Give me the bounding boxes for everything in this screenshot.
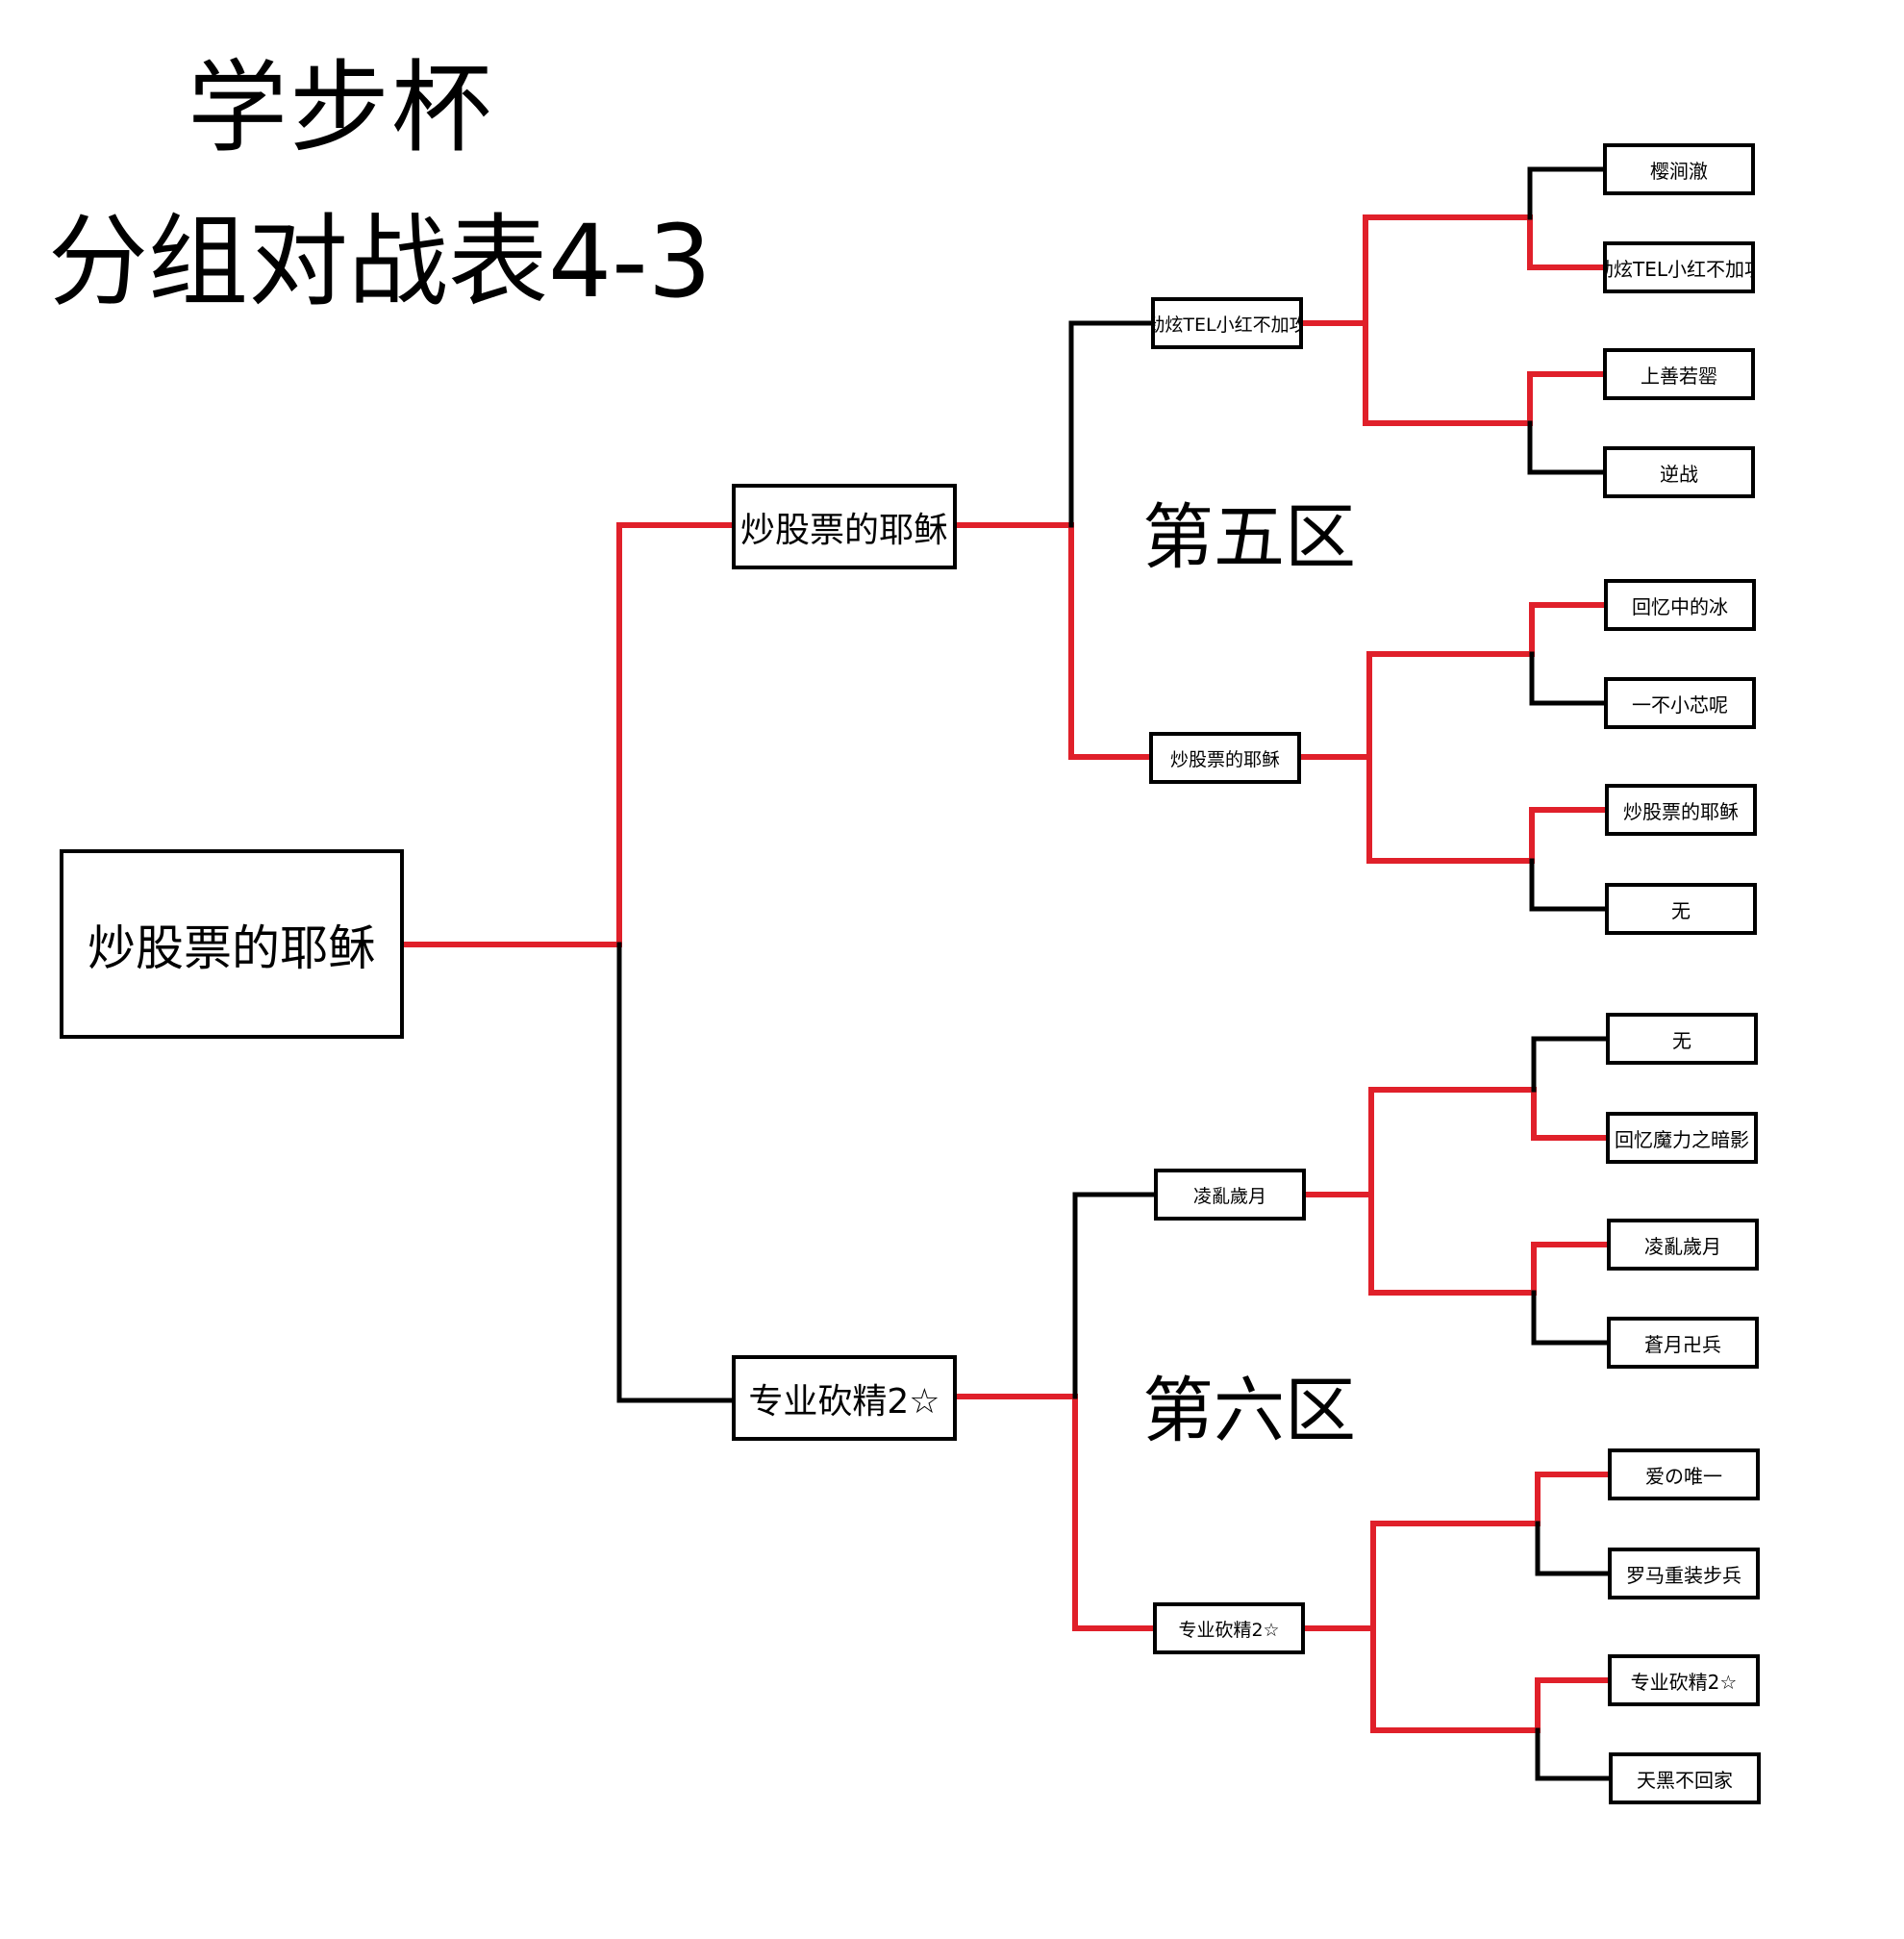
connector-line-20 bbox=[1529, 602, 1607, 657]
title-cup-name: 学步杯 bbox=[188, 49, 494, 166]
round1-slot-8: 无 bbox=[1605, 883, 1757, 935]
round1-slot-2: 劲炫TEL小红不加攻 bbox=[1603, 241, 1755, 293]
connector-line-30 bbox=[1531, 1290, 1610, 1346]
champion-box: 炒股票的耶稣 bbox=[60, 849, 404, 1039]
connector-line-14 bbox=[1527, 166, 1606, 220]
round1-slot-1: 樱涧澈 bbox=[1603, 143, 1755, 195]
connector-line-16 bbox=[1527, 420, 1606, 475]
round1-slot-3: 上善若罂 bbox=[1603, 348, 1755, 400]
round1-slot-6: 一不小芯呢 bbox=[1604, 677, 1756, 729]
connector-line-13 bbox=[1527, 214, 1606, 270]
connector-line-8 bbox=[1072, 1394, 1156, 1631]
connector-line-28 bbox=[1531, 1036, 1609, 1093]
connector-line-9 bbox=[1072, 1192, 1157, 1399]
semifinal-slot-2: 专业砍精2☆ bbox=[732, 1355, 957, 1441]
connector-line-34 bbox=[1535, 1472, 1611, 1526]
connector-line-22 bbox=[1529, 807, 1608, 864]
connector-line-19 bbox=[1366, 754, 1535, 864]
round1-slot-14: 罗马重装步兵 bbox=[1608, 1548, 1760, 1599]
quarterfinal-slot-3: 凌亂歲月 bbox=[1154, 1169, 1306, 1221]
connector-line-6 bbox=[1068, 320, 1154, 528]
connector-line-36 bbox=[1535, 1677, 1611, 1733]
round1-slot-13: 爱の唯一 bbox=[1608, 1448, 1760, 1500]
connector-line-15 bbox=[1527, 371, 1606, 426]
round1-slot-5: 回忆中的冰 bbox=[1604, 579, 1756, 631]
title-bracket-subtitle: 分组对战表4-3 bbox=[48, 203, 712, 320]
connector-line-5 bbox=[1068, 522, 1152, 760]
connector-line-25 bbox=[1368, 1087, 1537, 1197]
connector-line-33 bbox=[1370, 1625, 1541, 1733]
connector-line-26 bbox=[1368, 1192, 1537, 1296]
round1-slot-7: 炒股票的耶稣 bbox=[1605, 784, 1757, 836]
region-label-5: 第五区 bbox=[1142, 496, 1356, 579]
connector-line-18 bbox=[1366, 651, 1535, 760]
round1-slot-12: 蒼月卍兵 bbox=[1607, 1317, 1759, 1369]
semifinal-slot-1: 炒股票的耶稣 bbox=[732, 484, 957, 569]
connector-line-21 bbox=[1529, 651, 1607, 706]
round1-slot-9: 无 bbox=[1606, 1013, 1758, 1065]
round1-slot-10: 回忆魔力之暗影 bbox=[1606, 1112, 1758, 1164]
quarterfinal-slot-1: 劲炫TEL小红不加攻 bbox=[1151, 297, 1303, 349]
connector-line-37 bbox=[1535, 1727, 1612, 1781]
quarterfinal-slot-2: 炒股票的耶稣 bbox=[1149, 732, 1301, 784]
round1-slot-4: 逆战 bbox=[1603, 446, 1755, 498]
quarterfinal-slot-4: 专业砍精2☆ bbox=[1153, 1602, 1305, 1654]
connector-line-29 bbox=[1531, 1242, 1610, 1296]
connector-line-11 bbox=[1363, 214, 1533, 326]
round1-slot-16: 天黑不回家 bbox=[1609, 1752, 1761, 1804]
connector-line-27 bbox=[1531, 1087, 1609, 1141]
connector-line-35 bbox=[1535, 1521, 1611, 1576]
connector-line-12 bbox=[1363, 320, 1533, 426]
round1-slot-15: 专业砍精2☆ bbox=[1608, 1654, 1760, 1706]
connector-line-3 bbox=[616, 942, 735, 1403]
connector-line-23 bbox=[1529, 858, 1608, 912]
region-label-6: 第六区 bbox=[1142, 1370, 1356, 1452]
round1-slot-11: 凌亂歲月 bbox=[1607, 1219, 1759, 1271]
connector-line-32 bbox=[1370, 1521, 1541, 1631]
connector-line-2 bbox=[616, 522, 735, 947]
